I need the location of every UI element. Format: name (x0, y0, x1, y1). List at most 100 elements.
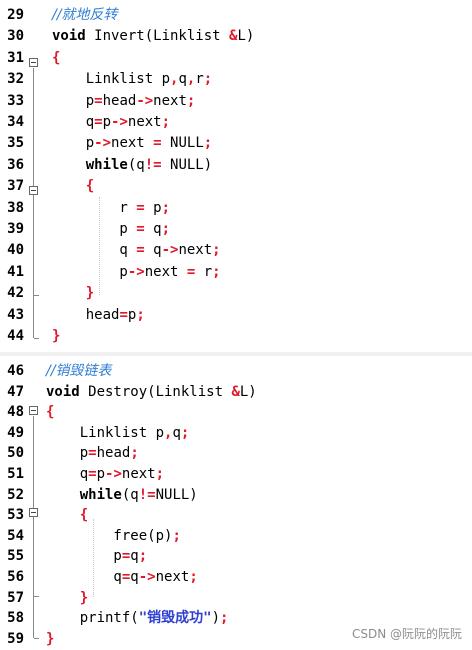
code-token: q (144, 242, 162, 259)
code-token: p (52, 135, 95, 152)
code-token: -> (127, 263, 145, 280)
code-token: & (231, 383, 240, 400)
fold-toggle-icon[interactable] (29, 508, 38, 517)
fold-toggle-icon[interactable] (29, 406, 38, 415)
code-text: } (52, 282, 94, 304)
code-text: Linklist p,q; (46, 422, 190, 444)
code-token: r (195, 263, 213, 280)
code-text: p->next = r; (52, 261, 221, 283)
code-line: 33 p=head->next; (0, 90, 472, 112)
code-token: p (46, 445, 89, 462)
code-token: = (136, 242, 145, 259)
code-token: NULL) (155, 486, 198, 503)
code-token: p (52, 263, 128, 280)
line-number: 34 (7, 114, 24, 130)
line-number: 46 (7, 363, 24, 379)
code-token: void (52, 28, 86, 45)
code-token: //销毁链表 (46, 363, 112, 379)
code-line: 58 printf("销毁成功"); (0, 607, 472, 629)
code-token: while (85, 156, 128, 173)
code-token: next (127, 114, 162, 130)
indent-guide (93, 519, 95, 597)
code-line: 55 p=q; (0, 545, 472, 567)
code-token: ; (138, 548, 148, 565)
code-token: { (79, 507, 89, 524)
code-token: L) (237, 28, 255, 45)
code-token: q (52, 242, 137, 259)
code-token: while (79, 486, 122, 503)
code-text: r = p; (52, 197, 170, 219)
line-number: 36 (7, 156, 24, 173)
line-number: 49 (7, 424, 24, 441)
code-token: -> (105, 466, 122, 482)
code-token: != (144, 156, 162, 173)
line-number: 47 (7, 383, 24, 400)
code-token (46, 590, 80, 606)
code-token: ; (136, 306, 145, 323)
code-token (52, 285, 86, 301)
code-line: 44} (0, 325, 472, 347)
code-text: while(q!= NULL) (52, 154, 212, 176)
code-token: p (96, 466, 106, 482)
code-token: (q (121, 486, 139, 503)
code-token: = (88, 466, 97, 482)
code-token: = (119, 306, 128, 323)
code-token: ; (212, 263, 221, 280)
code-token: next (121, 466, 156, 482)
line-number: 43 (7, 306, 24, 323)
line-number: 42 (7, 285, 24, 302)
code-token: q (130, 569, 139, 585)
code-token: = (186, 263, 196, 280)
code-text: { (52, 175, 94, 197)
code-token: L) (239, 383, 257, 400)
code-line: 52 while(q!=NULL) (0, 484, 472, 506)
code-line: 41 p->next = r; (0, 261, 472, 283)
code-line: 56 q=q->next; (0, 566, 472, 588)
code-token: q (46, 569, 122, 585)
code-token: ; (189, 569, 198, 585)
code-token: ; (161, 199, 171, 216)
code-token: , (170, 71, 179, 88)
code-token: q (52, 114, 95, 130)
code-token: = (136, 199, 145, 216)
fold-toggle-icon[interactable] (29, 186, 38, 195)
code-line: 37 { (0, 175, 472, 197)
panel-separator (0, 352, 472, 356)
code-text: p=head; (46, 442, 139, 464)
line-number: 52 (7, 486, 24, 503)
code-text: void Invert(Linklist &L) (52, 25, 254, 47)
code-token: next (144, 263, 187, 280)
code-token: head (96, 445, 131, 462)
code-token: { (46, 404, 55, 421)
code-text: p=q; (46, 545, 147, 567)
line-number: 40 (7, 242, 24, 259)
code-token: next (155, 569, 190, 585)
code-token: -> (161, 242, 179, 259)
code-token: -> (111, 114, 128, 130)
code-text: //销毁链表 (46, 360, 111, 382)
code-token (52, 157, 86, 173)
code-line: 59} (0, 628, 472, 650)
code-token: Destroy(Linklist (79, 383, 232, 400)
code-token: ; (155, 466, 165, 482)
code-token: q (130, 548, 139, 565)
code-token: -> (136, 92, 154, 109)
line-number: 39 (7, 221, 24, 237)
code-token: ) (211, 610, 221, 627)
code-token: void (46, 383, 80, 400)
code-text: } (46, 587, 88, 609)
code-token: ; (203, 135, 213, 152)
code-line: 36 while(q!= NULL) (0, 154, 472, 176)
code-line: 50 p=head; (0, 442, 472, 464)
fold-end-marker (34, 338, 39, 339)
code-line: 51 q=p->next; (0, 463, 472, 485)
code-token: -> (138, 569, 156, 585)
code-line: 57 } (0, 587, 472, 609)
code-text: p = q; (52, 218, 170, 240)
code-token: next (178, 242, 213, 259)
code-token: q (46, 466, 89, 482)
line-number: 35 (7, 135, 24, 152)
code-text: void Destroy(Linklist &L) (46, 381, 257, 403)
code-token: ; (130, 445, 139, 462)
fold-toggle-icon[interactable] (29, 58, 38, 67)
